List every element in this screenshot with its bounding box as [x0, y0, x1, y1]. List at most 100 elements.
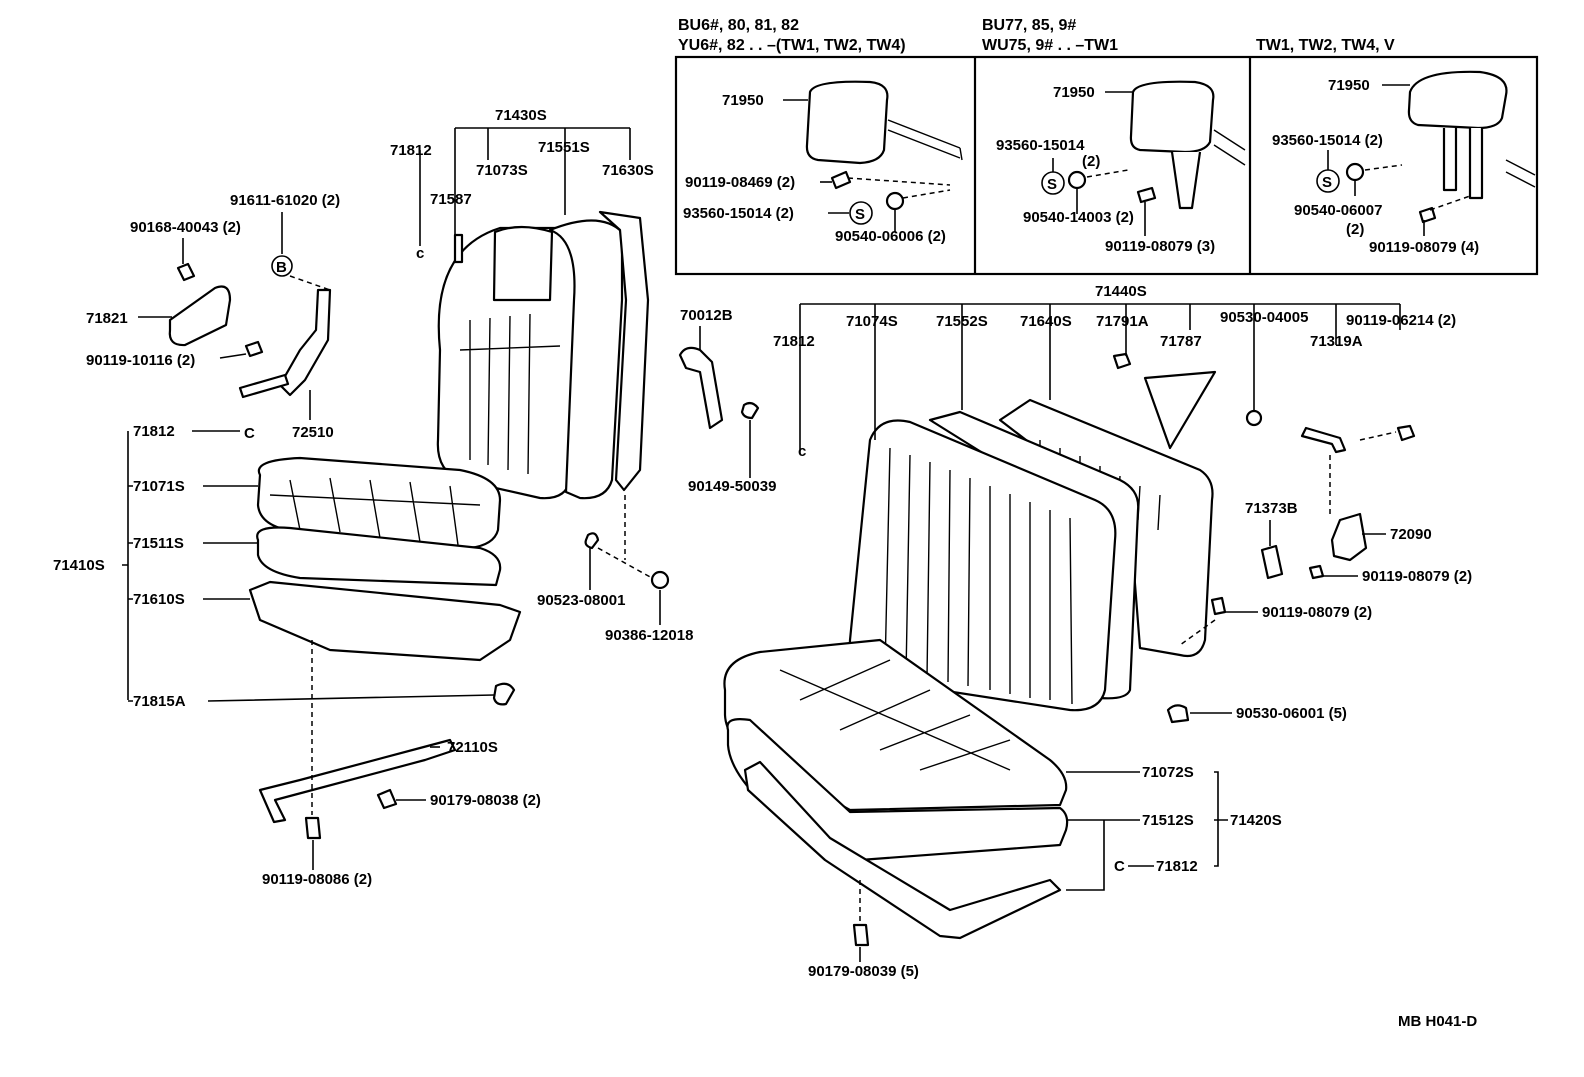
rear-cushion-frame: [743, 760, 1062, 940]
callout-cushion-assy: 71420S: [1230, 812, 1282, 829]
callout-cushion-assy: 71410S: [53, 557, 105, 574]
inset-left-variant: S 71950 90119-08469 (2) 93560-15014 (2) …: [683, 80, 963, 245]
front-seatback-pad: [548, 219, 624, 500]
rear-seatback-pad: [928, 410, 1140, 700]
callout-bolt-08079-a: 90119-08079 (2): [1362, 568, 1472, 585]
assembly-dashes: [1364, 164, 1471, 211]
belt-guide-70012B-icon: [678, 346, 724, 430]
headrest-stays: [1442, 128, 1484, 200]
front-cushion-stitching: [269, 477, 481, 546]
headrest-shape: [1129, 80, 1215, 154]
seat-edge-lines: [1213, 129, 1246, 166]
callout-bracket: 71319A: [1310, 333, 1363, 350]
callout-screw: 90168-40043 (2): [130, 219, 241, 236]
clip-mark-rear: c: [798, 443, 806, 460]
headrest-shape: [1407, 70, 1508, 130]
callout-bolt: 90119-08079 (4): [1369, 239, 1479, 256]
callout-nut-12018: 90386-12018: [605, 627, 693, 644]
seat-edge-lines: [1505, 159, 1536, 188]
nut-12018-icon: [650, 570, 670, 590]
callout-clip: 71812: [773, 333, 815, 350]
clip-04005-icon: [1245, 409, 1263, 427]
inset-header-mid-2: WU75, 9# . . –TW1: [982, 37, 1118, 54]
bolt-b-mark: B: [276, 259, 287, 276]
nut-08038-icon: [376, 788, 398, 810]
callout-bolt-50039: 90149-50039: [688, 478, 776, 495]
plug-icon: [885, 191, 905, 211]
callout-adjuster: 72110S: [447, 739, 498, 756]
clip-mark-rear-bottom: C: [1114, 858, 1125, 875]
leader-knob: [128, 694, 495, 702]
callout-support: 93560-15014 (2): [1272, 132, 1383, 149]
bolt-10116-icon: [244, 340, 264, 358]
front-seatback-frame: [598, 210, 650, 492]
ring-08001-icon: [584, 532, 600, 550]
callout-plug: 90540-14003 (2): [1023, 209, 1134, 226]
callout-bolt-08086: 90119-08086 (2): [262, 871, 372, 888]
screw-40043-icon: [176, 262, 196, 282]
callout-clip-top: 71812: [390, 142, 432, 159]
callout-cushion-frame: 71610S: [133, 591, 185, 608]
callout-back-assy: 71440S: [1095, 283, 1147, 300]
plug-icon: [1067, 170, 1087, 190]
inset-right-variant: S 71950 93560-15014 (2) 90540-06007 (2) …: [1272, 70, 1536, 256]
front-headrest-area: [492, 225, 554, 302]
seat-edge-lines: [887, 119, 963, 161]
leaders-cushion: [1066, 771, 1140, 891]
bolt-08086-icon: [304, 816, 322, 840]
bolt-08079-b-icon: [1210, 596, 1227, 616]
bolt-icon: [1136, 186, 1157, 204]
callout-clip-bottom: 71812: [1156, 858, 1198, 875]
cover-plate-71821-icon: [168, 285, 232, 347]
support-s-mark: S: [855, 206, 865, 223]
bracket-cushion-assy: [122, 431, 129, 700]
clip-71587-icon: [453, 233, 464, 264]
bracket-cushion-assy: [1214, 771, 1228, 867]
callout-ring-08001: 90523-08001: [537, 592, 625, 609]
front-cushion-pad: [256, 526, 502, 587]
callout-guide: 71787: [1160, 333, 1202, 350]
callout-back-cover: 71074S: [846, 313, 898, 330]
plug-icon: [1345, 162, 1365, 182]
bolt-50039-icon: [740, 401, 760, 420]
callout-nut-08038: 90179-08038 (2): [430, 792, 541, 809]
headrest-shape: [805, 80, 889, 165]
bolt-icon: [830, 170, 852, 190]
callout-bolt-10116: 90119-10116 (2): [86, 352, 195, 369]
bolt-06214-icon: [1396, 424, 1416, 442]
rear-assembly-dashlines: [859, 431, 1397, 922]
callout-cushion-cover: 71071S: [133, 478, 185, 495]
callout-headrest: 71950: [1328, 77, 1370, 94]
support-s-mark: S: [1322, 174, 1332, 191]
front-hardware-dashlines: [597, 495, 653, 579]
callout-clip-06001: 90530-06001 (5): [1236, 705, 1347, 722]
callout-clip-item: 71587: [430, 191, 472, 208]
callout-bolt-08079-b: 90119-08079 (2): [1262, 604, 1372, 621]
bracket-71319A-icon: [1300, 426, 1347, 454]
inset-header-left-2: YU6#, 82 . . –(TW1, TW2, TW4): [678, 37, 906, 54]
callout-lock: 72090: [1390, 526, 1432, 543]
hinge-rod-icon: [238, 373, 290, 399]
callout-cushion-pad: 71511S: [133, 535, 184, 552]
callout-back-pad: 71552S: [936, 313, 988, 330]
callout-back-pad: 71551S: [538, 139, 590, 156]
callout-plug: 90540-06006 (2): [835, 228, 946, 245]
inset-header-mid-1: BU77, 85, 9#: [982, 17, 1076, 34]
seat-adjuster-rail: [258, 738, 457, 824]
callout-hinge: 72510: [292, 424, 334, 441]
callout-nut-08039: 90179-08039 (5): [808, 963, 919, 980]
rear-seatback-frame: [998, 398, 1214, 658]
leaders-back-assy: [454, 127, 631, 240]
support-s-mark: S: [1047, 176, 1057, 193]
lock-72090-icon: [1330, 512, 1368, 562]
clip-mark-front-top: c: [416, 245, 424, 262]
headrest-stay: [1170, 151, 1202, 210]
callout-cover-plate: 71821: [86, 310, 128, 327]
rear-seatback-stitching: [884, 447, 1073, 705]
inset-header-right-1: TW1, TW2, TW4, V: [1256, 37, 1395, 54]
callout-plug-qty: (2): [1346, 221, 1364, 238]
cover-71373B-icon: [1260, 544, 1284, 580]
hinge-72510-icon: [278, 288, 332, 397]
